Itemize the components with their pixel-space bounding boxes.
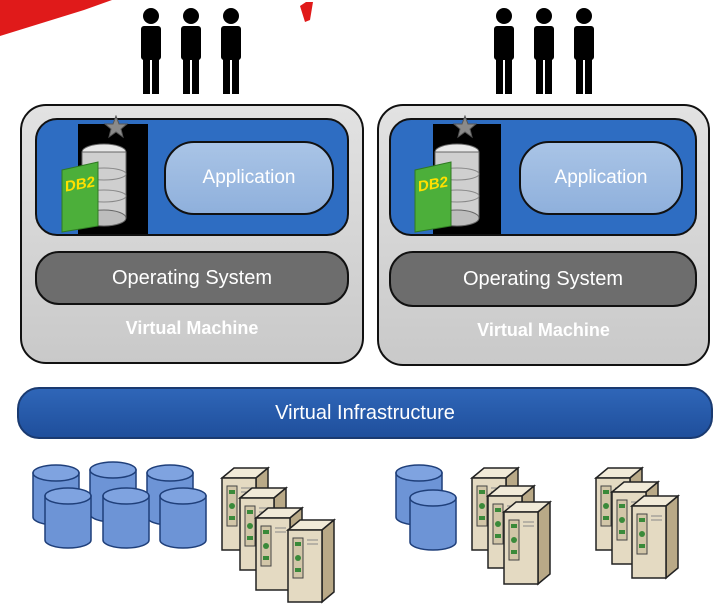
vm-left-star-icon	[104, 115, 128, 139]
users-right-icon	[494, 8, 594, 94]
storage-cylinder-icon	[44, 487, 92, 549]
vm-right-operating-system: Operating System	[389, 251, 697, 307]
vm-right-db2-icon	[414, 143, 480, 233]
vm-right-star-icon	[453, 115, 477, 139]
vm-left-label: Virtual Machine	[125, 318, 259, 338]
server-tower-icon	[287, 519, 335, 603]
vm-right-label: Virtual Machine	[477, 320, 610, 340]
server-tower-icon	[631, 495, 679, 579]
vm-left-operating-system: Operating System	[35, 251, 349, 305]
red-accent-stroke	[0, 0, 313, 36]
users-left-icon	[141, 8, 241, 94]
vm-right-application: Application	[519, 141, 683, 215]
virtual-infrastructure-bar: Virtual Infrastructure	[17, 387, 713, 439]
storage-cylinder-icon	[102, 487, 150, 549]
vm-left-application: Application	[164, 141, 334, 215]
server-tower-icon	[503, 501, 551, 585]
vm-left-db2-icon	[61, 143, 127, 233]
storage-cylinder-icon	[409, 489, 457, 551]
storage-cylinder-icon	[159, 487, 207, 549]
hardware-layer	[32, 461, 679, 603]
